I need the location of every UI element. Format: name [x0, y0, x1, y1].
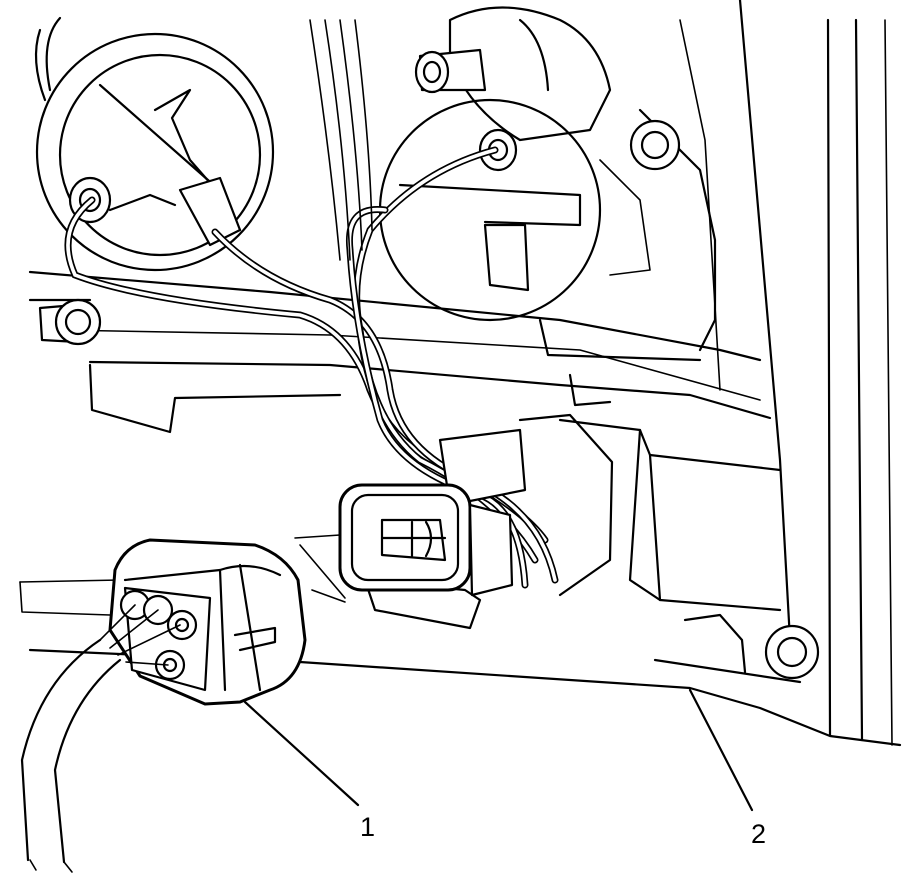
callout-2-leader — [688, 688, 754, 812]
harness-connector — [20, 538, 307, 873]
housing-connector — [294, 428, 527, 630]
callout-1-leader — [243, 700, 360, 807]
wiring-harness — [64, 19, 559, 589]
callout-1: 1 — [243, 700, 375, 842]
callout-1-label: 1 — [360, 812, 375, 842]
callout-2: 2 — [688, 688, 766, 849]
callout-2-label: 2 — [751, 819, 766, 849]
